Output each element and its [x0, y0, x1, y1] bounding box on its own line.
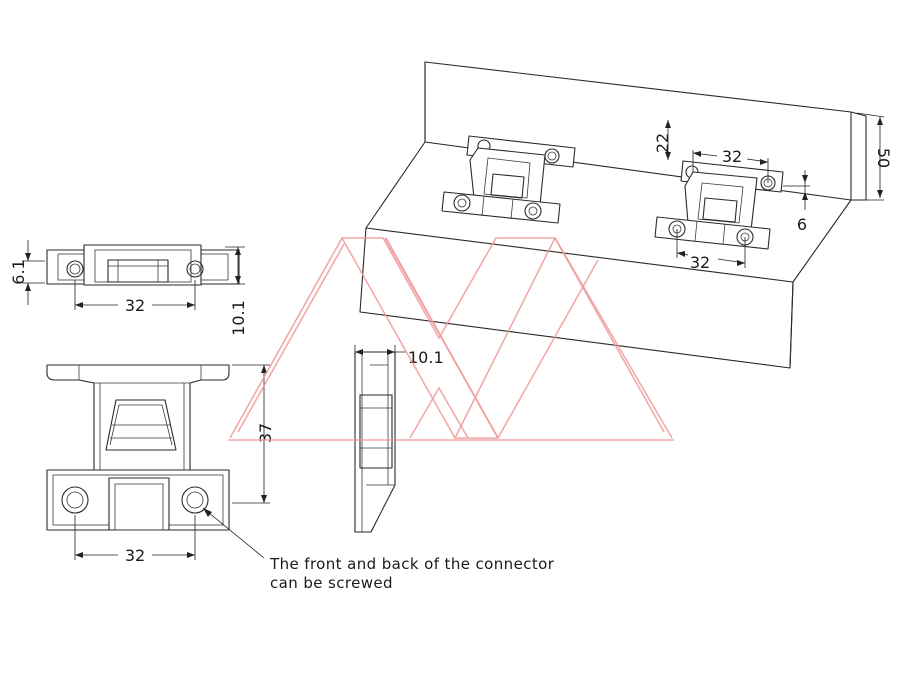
- note-leader: [202, 507, 265, 559]
- dim-label-front-height: 37: [256, 423, 275, 443]
- board-isometric: [359, 61, 867, 369]
- dim-top-height: 6.1: [9, 240, 45, 305]
- dim-label-top-height: 6.1: [9, 259, 28, 284]
- dim-top-spacing: 32: [74, 280, 196, 315]
- dim-label-iso-offset-top: 22: [653, 133, 672, 153]
- dim-label-board-thickness: 50: [874, 148, 893, 168]
- dim-side-depth: 10.1: [354, 345, 444, 367]
- note-line-1: The front and back of the connector: [269, 555, 555, 573]
- dim-iso-spacing-upper: 32: [692, 147, 769, 183]
- board-connector-left: [441, 135, 576, 224]
- connector-top-view: [46, 244, 240, 286]
- dim-label-iso-spacing-upper: 32: [722, 147, 742, 166]
- dim-label-iso-spacing-lower: 32: [690, 253, 710, 272]
- dim-label-iso-offset-side: 6: [797, 215, 807, 234]
- connector-front-view: [46, 364, 230, 531]
- dim-label-side-depth: 10.1: [408, 348, 444, 367]
- dim-board-thickness: 50: [856, 112, 893, 201]
- dim-front-spacing: 32: [74, 515, 196, 565]
- note-line-2: can be screwed: [270, 574, 393, 592]
- board-connector-right: [654, 160, 784, 250]
- dim-label-top-depth: 10.1: [229, 300, 248, 336]
- dim-front-height: 37: [232, 364, 275, 504]
- dim-iso-offset-top: 22: [653, 120, 672, 160]
- dim-label-top-spacing: 32: [125, 296, 145, 315]
- connector-side-view: [354, 351, 396, 533]
- dim-top-depth: 10.1: [225, 246, 248, 336]
- dim-label-front-spacing: 32: [125, 546, 145, 565]
- dim-iso-offset-side: 6: [783, 170, 810, 234]
- watermark-logo-icon: [228, 237, 674, 441]
- dim-iso-spacing-lower: 32: [676, 229, 746, 272]
